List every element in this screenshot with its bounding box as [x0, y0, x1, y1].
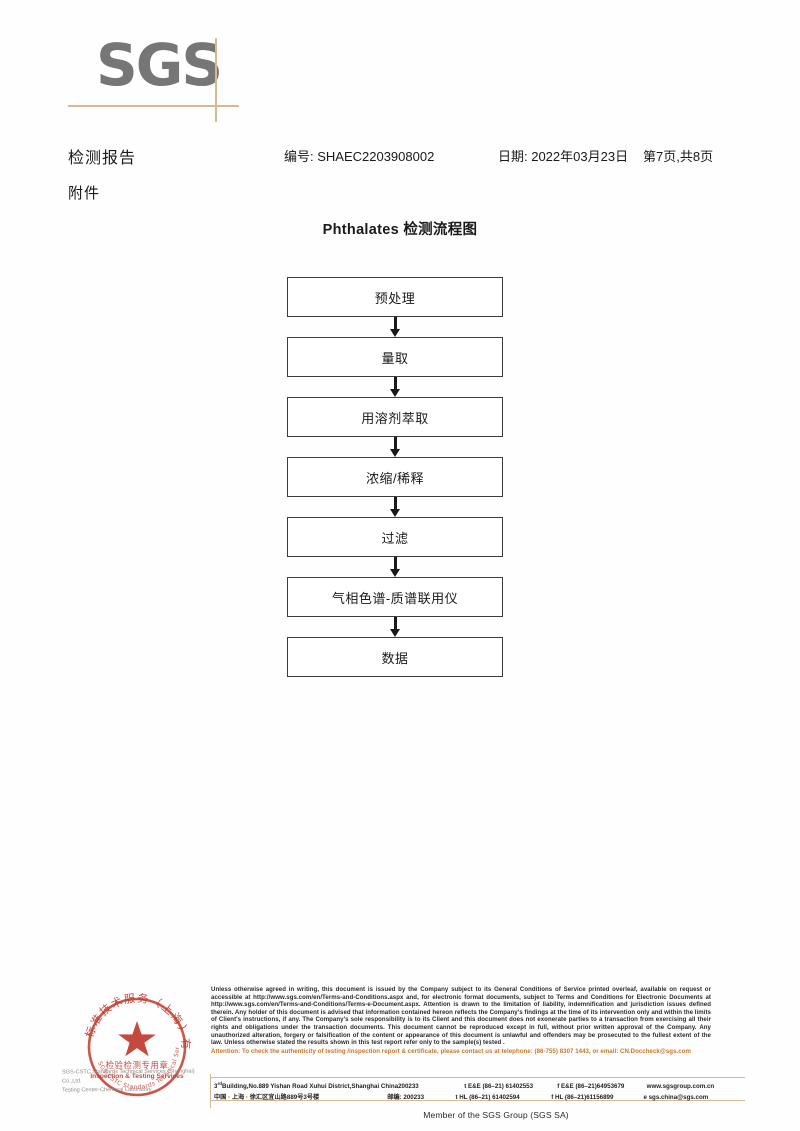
address-en: 3rdBuilding,No.889 Yishan Road Xuhui Dis… — [214, 1079, 398, 1093]
address-en-prefix: 3 — [214, 1083, 218, 1091]
flow-step-box: 浓缩/稀释 — [287, 457, 503, 497]
zip-cn: 邮编: 200233 — [387, 1093, 425, 1101]
page-counter: 第7页,共8页 — [643, 149, 714, 164]
fax-en: f E&E (86–21)64953679 — [557, 1083, 625, 1091]
footer-top-rule — [210, 1077, 745, 1079]
page-title: 检测报告 — [68, 150, 137, 167]
flowchart: 预处理 量取 用溶剂萃取 浓缩/稀释 过滤 气相色谱-质谱联用仪 数据 — [287, 277, 503, 677]
attachment-label: 附件 — [68, 185, 101, 202]
address-row-cn: 中国 · 上海 · 徐汇区宜山路889号3号楼 邮编: 200233 t HL … — [214, 1093, 754, 1104]
address-row-en: 3rdBuilding,No.889 Yishan Road Xuhui Dis… — [214, 1079, 754, 1093]
flow-arrow-down-icon — [287, 437, 503, 457]
legal-paragraph: Unless otherwise agreed in writing, this… — [211, 986, 711, 1047]
address-cn: 中国 · 上海 · 徐汇区宜山路889号3号楼 — [214, 1093, 320, 1101]
footer-address-table: 3rdBuilding,No.889 Yishan Road Xuhui Dis… — [214, 1079, 754, 1103]
flow-step-box: 量取 — [287, 337, 503, 377]
flow-arrow-down-icon — [287, 317, 503, 337]
svg-text:检验检测专用章: 检验检测专用章 — [106, 1060, 169, 1070]
logo-horizontal-rule — [68, 105, 239, 107]
sgs-logo: SGS — [68, 34, 248, 126]
website[interactable]: www.sgsgroup.com.cn — [646, 1083, 715, 1091]
svg-text:Inspection & Testing Services: Inspection & Testing Services — [90, 1073, 184, 1080]
flow-step-box: 气相色谱-质谱联用仪 — [287, 577, 503, 617]
email[interactable]: e sgs.china@sgs.com — [643, 1093, 709, 1101]
member-of-group-line: Member of the SGS Group (SGS SA) — [0, 1110, 800, 1120]
flow-step-box: 预处理 — [287, 277, 503, 317]
footer-vertical-rule — [210, 1074, 212, 1108]
legal-disclaimer: Unless otherwise agreed in writing, this… — [211, 986, 711, 1055]
address-en-superscript: rd — [217, 1081, 223, 1086]
member-of-group-text: Member of the SGS Group (SGS SA) — [423, 1110, 569, 1120]
flow-arrow-down-icon — [287, 377, 503, 397]
tel-cn: t HL (86–21) 61402594 — [455, 1093, 520, 1101]
fax-cn: f HL (86–21)61156899 — [551, 1093, 614, 1101]
flow-arrow-down-icon — [287, 557, 503, 577]
flow-step-box: 过滤 — [287, 517, 503, 557]
address-en-text: Building,No.889 Yishan Road Xuhui Distri… — [222, 1083, 399, 1091]
logo-vertical-rule — [215, 38, 217, 122]
report-number: 编号: SHAEC2203908002 — [284, 149, 435, 164]
legal-attention-note: Attention: To check the authenticity of … — [211, 1047, 691, 1055]
flow-arrow-down-icon — [287, 617, 503, 637]
flowchart-title: Phthalates 检测流程图 — [322, 222, 478, 238]
seal-caption-line1: SGS-CSTC Standards Technical Services (S… — [61, 1068, 195, 1085]
report-header: 检测报告 编号: SHAEC2203908002 日期: 2022年03月23日… — [68, 144, 758, 167]
tel-en: t E&E (86–21) 61402553 — [464, 1083, 534, 1091]
footer-bottom-rule — [210, 1100, 745, 1102]
company-seal-stamp: 标准技术服务（上海）有限公司 SGS-CSTC Standards Techni… — [78, 988, 196, 1106]
flow-step-box: 数据 — [287, 637, 503, 677]
flow-arrow-down-icon — [287, 497, 503, 517]
report-date: 日期: 2022年03月23日 — [498, 149, 629, 164]
seal-caption: SGS-CSTC Standards Technical Services (S… — [62, 1067, 212, 1095]
flow-step-box: 用溶剂萃取 — [287, 397, 503, 437]
seal-caption-line2: Testing Center-Chemical Laboratory. — [62, 1086, 153, 1094]
sgs-logo-text: SGS — [96, 31, 223, 99]
zip-en: 200233 — [398, 1083, 419, 1091]
